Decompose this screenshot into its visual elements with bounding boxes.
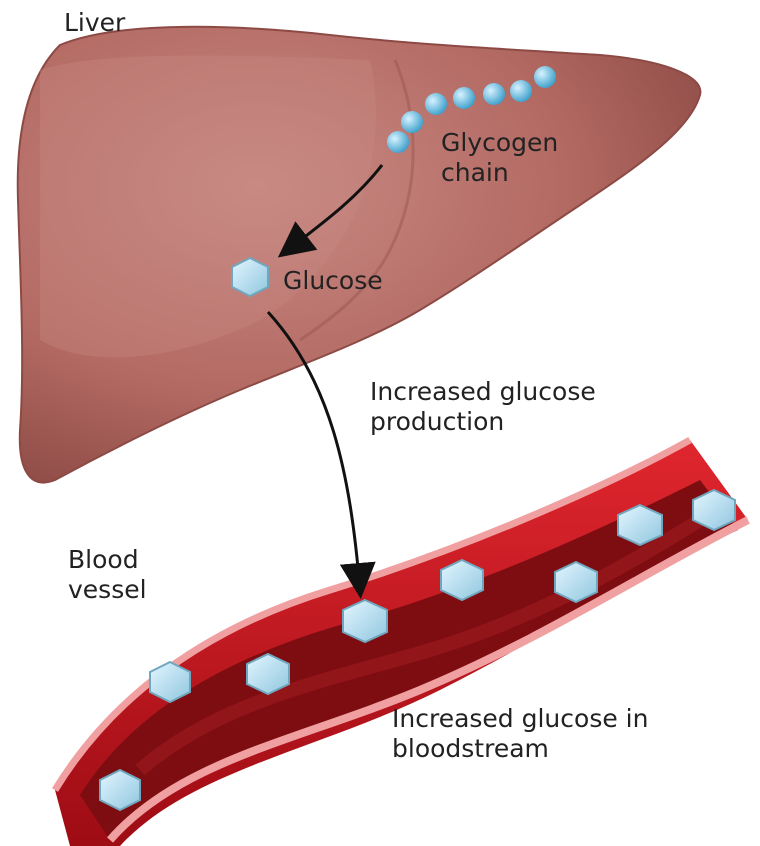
vessel-label-line2: vessel [68,575,147,605]
glycogen-bead [425,93,447,115]
bloodstream-label-line2: bloodstream [392,734,648,764]
glucose-icon [555,562,597,602]
glucose-icon [247,654,289,694]
glycogen-bead [401,111,423,133]
production-label: Increased glucose production [370,377,596,437]
glucose-icon [441,560,483,600]
glucose-icon [343,600,387,642]
vessel-label-line1: Blood [68,545,147,575]
glucose-icon [232,258,268,296]
glycogen-bead [483,83,505,105]
glucose-icon [693,490,735,530]
production-label-line2: production [370,407,596,437]
glycogen-bead [453,87,475,109]
production-label-line1: Increased glucose [370,377,596,407]
glycogen-label-line1: Glycogen [441,128,558,158]
glucose-label: Glucose [283,266,383,296]
glycogen-label-line2: chain [441,158,558,188]
glycogen-bead [387,131,409,153]
glycogen-bead [534,66,556,88]
liver [18,27,701,483]
liver-label: Liver [64,8,125,38]
glycogen-bead [510,80,532,102]
blood-vessel-label: Blood vessel [68,545,147,605]
blood-vessel [55,440,748,846]
bloodstream-label: Increased glucose in bloodstream [392,704,648,764]
glycogen-chain-label: Glycogen chain [441,128,558,188]
glucose-icon [100,770,140,810]
bloodstream-label-line1: Increased glucose in [392,704,648,734]
glucose-icon [150,662,190,702]
glucose-icon [618,505,662,545]
